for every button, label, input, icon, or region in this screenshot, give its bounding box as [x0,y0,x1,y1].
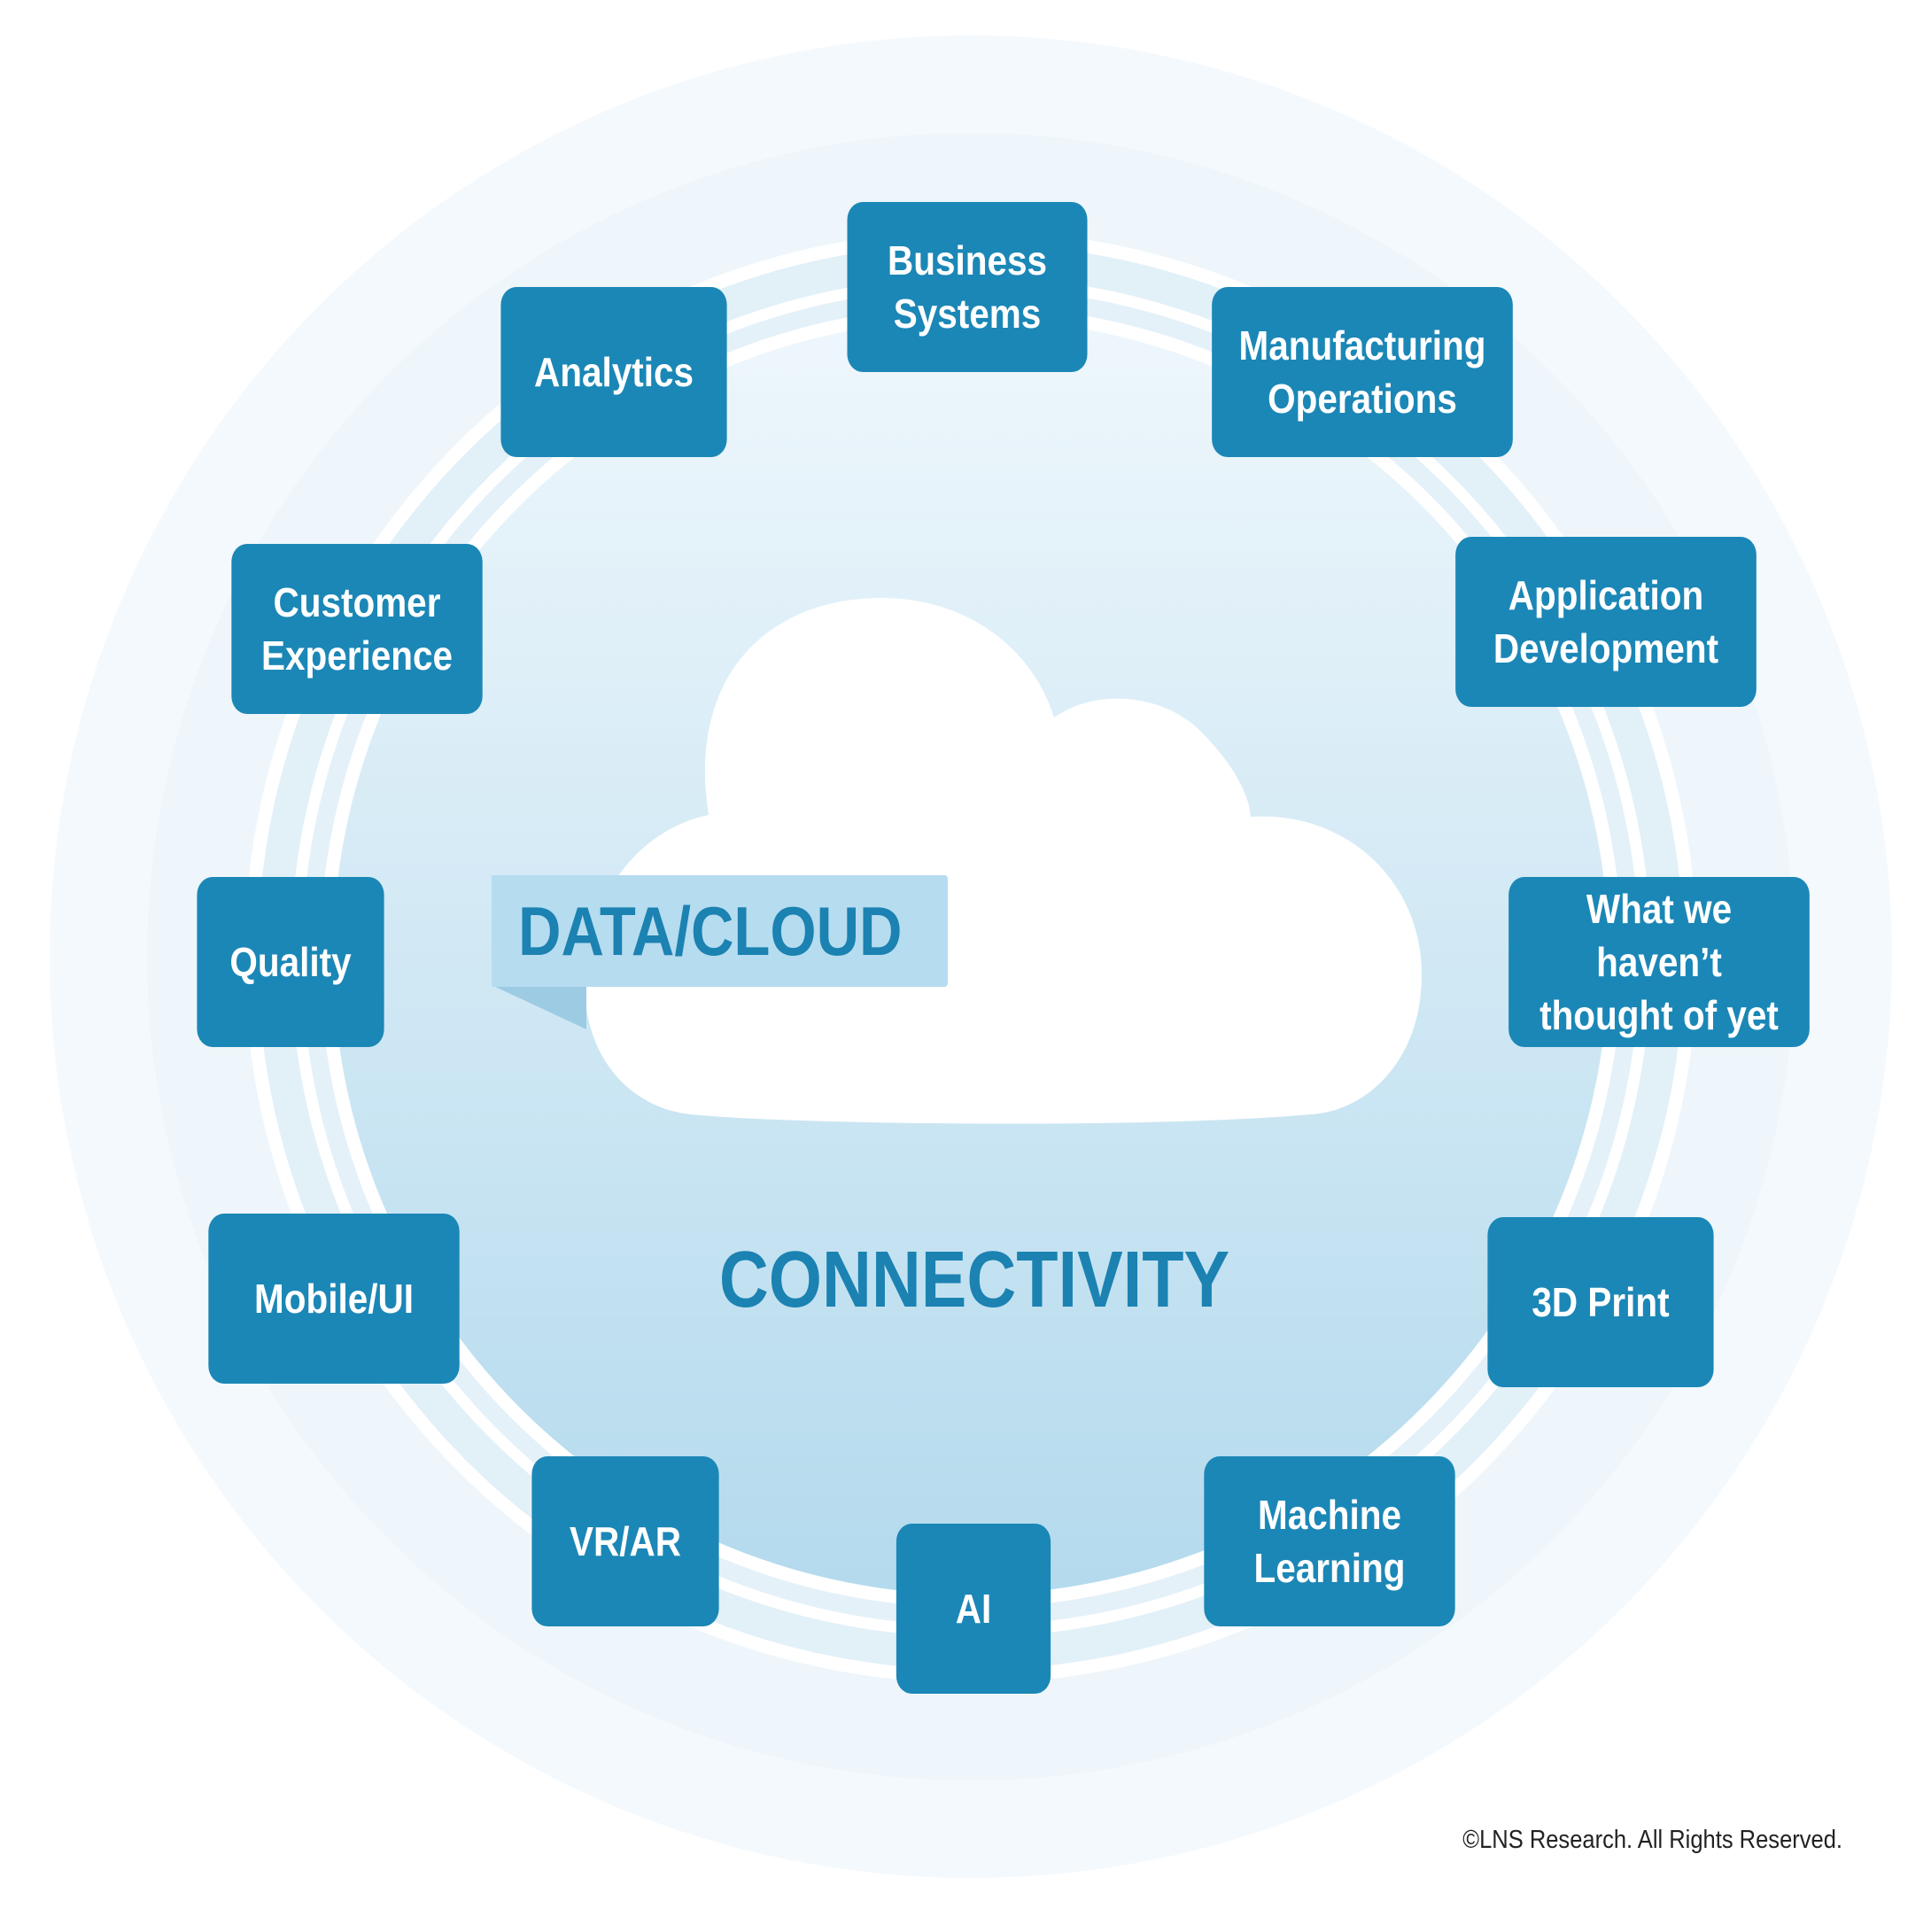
node-label: Customer Experience [260,579,454,679]
node-label: Mobile/UI [254,1276,414,1322]
node-label: Application Development [1493,572,1719,671]
node-label: Machine Learning [1253,1492,1406,1591]
node-label: AI [955,1586,992,1632]
node-vr-ar: VR/AR [531,1456,719,1626]
node-quality: Quality [197,877,384,1047]
label-tail [492,985,586,1029]
node-label: What we haven’t thought of yet [1539,886,1779,1038]
node-manufacturing-operations: Manufacturing Operations [1212,287,1513,457]
node-label: Analytics [534,349,694,395]
node-what-we-havent-thought-of-yet: What we haven’t thought of yet [1508,877,1810,1047]
data-cloud-label-box [492,875,948,987]
node-business-systems: Business Systems [847,202,1088,372]
node-label: VR/AR [570,1518,681,1564]
node-label: 3D Print [1532,1279,1670,1325]
data-cloud-label: DATA/CLOUD [518,892,903,970]
node-machine-learning: Machine Learning [1204,1456,1455,1626]
node-analytics: Analytics [500,287,727,457]
node-label: Quality [229,939,352,985]
node-ai: AI [896,1524,1051,1694]
node-label: Business Systems [888,237,1047,337]
node-label: Manufacturing Operations [1238,322,1486,422]
node-application-development: Application Development [1455,537,1757,707]
connectivity-title: CONNECTIVITY [718,1236,1230,1324]
node-customer-experience: Customer Experience [231,544,483,714]
node-mobile-ui: Mobile/UI [208,1214,460,1384]
copyright-notice: ©LNS Research. All Rights Reserved. [1462,1826,1842,1854]
cloud-icon [584,598,1422,1124]
node-3d-print: 3D Print [1487,1217,1714,1387]
